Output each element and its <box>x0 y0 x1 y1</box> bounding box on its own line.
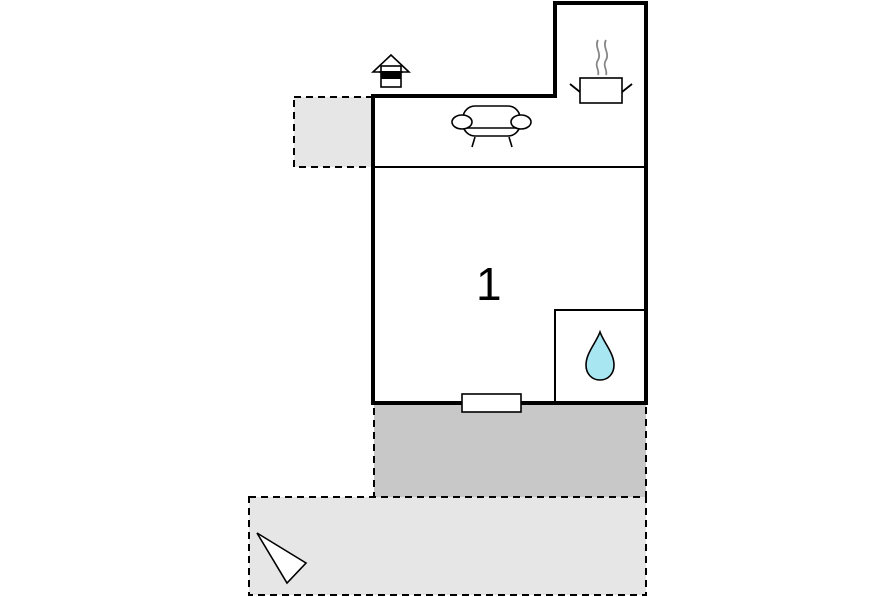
bathroom-wall <box>554 309 646 403</box>
main-walls <box>371 1 648 405</box>
terrace <box>373 402 647 498</box>
compass-north-icon <box>256 532 308 585</box>
garden <box>248 496 647 596</box>
room-number: 1 <box>476 258 502 310</box>
water-drop-icon <box>585 329 615 381</box>
cooking-pot-icon <box>569 39 633 104</box>
sofa-icon <box>451 105 532 148</box>
door-icon <box>461 393 522 413</box>
balcony-left <box>293 96 374 168</box>
fireplace-icon <box>370 53 412 88</box>
